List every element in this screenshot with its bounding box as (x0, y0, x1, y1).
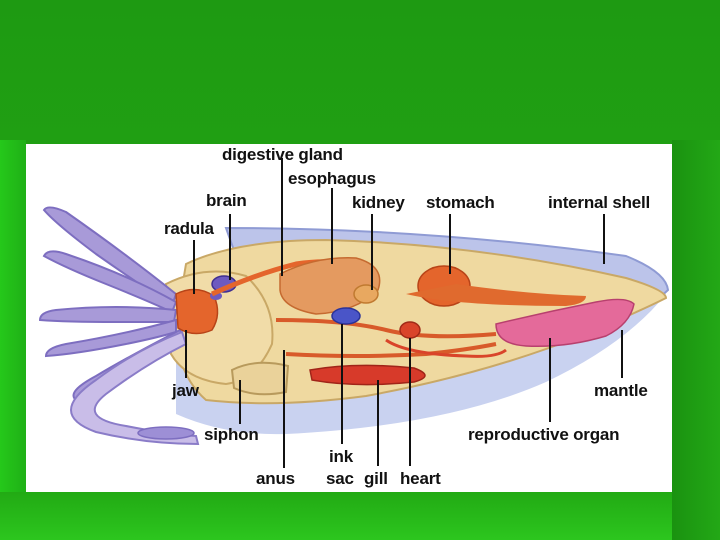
label-gill: gill (364, 470, 388, 488)
label-reproductive-organ: reproductive organ (468, 426, 619, 444)
gill-shape (310, 365, 425, 384)
label-brain: brain (206, 192, 247, 210)
ink-sac-shape (332, 308, 360, 324)
heart-shape (400, 322, 420, 338)
label-siphon: siphon (204, 426, 259, 444)
slide-edge-right (672, 140, 720, 540)
label-kidney: kidney (352, 194, 405, 212)
slide-edge-bottom (0, 492, 720, 540)
label-ink: ink (329, 448, 353, 466)
kidney-shape (354, 285, 378, 303)
slide-edge-left (0, 140, 26, 540)
label-heart: heart (400, 470, 441, 488)
label-digestive-gland: digestive gland (222, 146, 343, 164)
label-stomach: stomach (426, 194, 495, 212)
label-sac: sac (326, 470, 354, 488)
label-internal-shell: internal shell (548, 194, 650, 212)
tentacle-club (138, 427, 194, 439)
label-radula: radula (164, 220, 214, 238)
label-jaw: jaw (172, 382, 199, 400)
label-anus: anus (256, 470, 295, 488)
label-esophagus: esophagus (288, 170, 376, 188)
label-mantle: mantle (594, 382, 648, 400)
squid-anatomy-diagram: digestive gland esophagus brain kidney s… (26, 144, 672, 492)
